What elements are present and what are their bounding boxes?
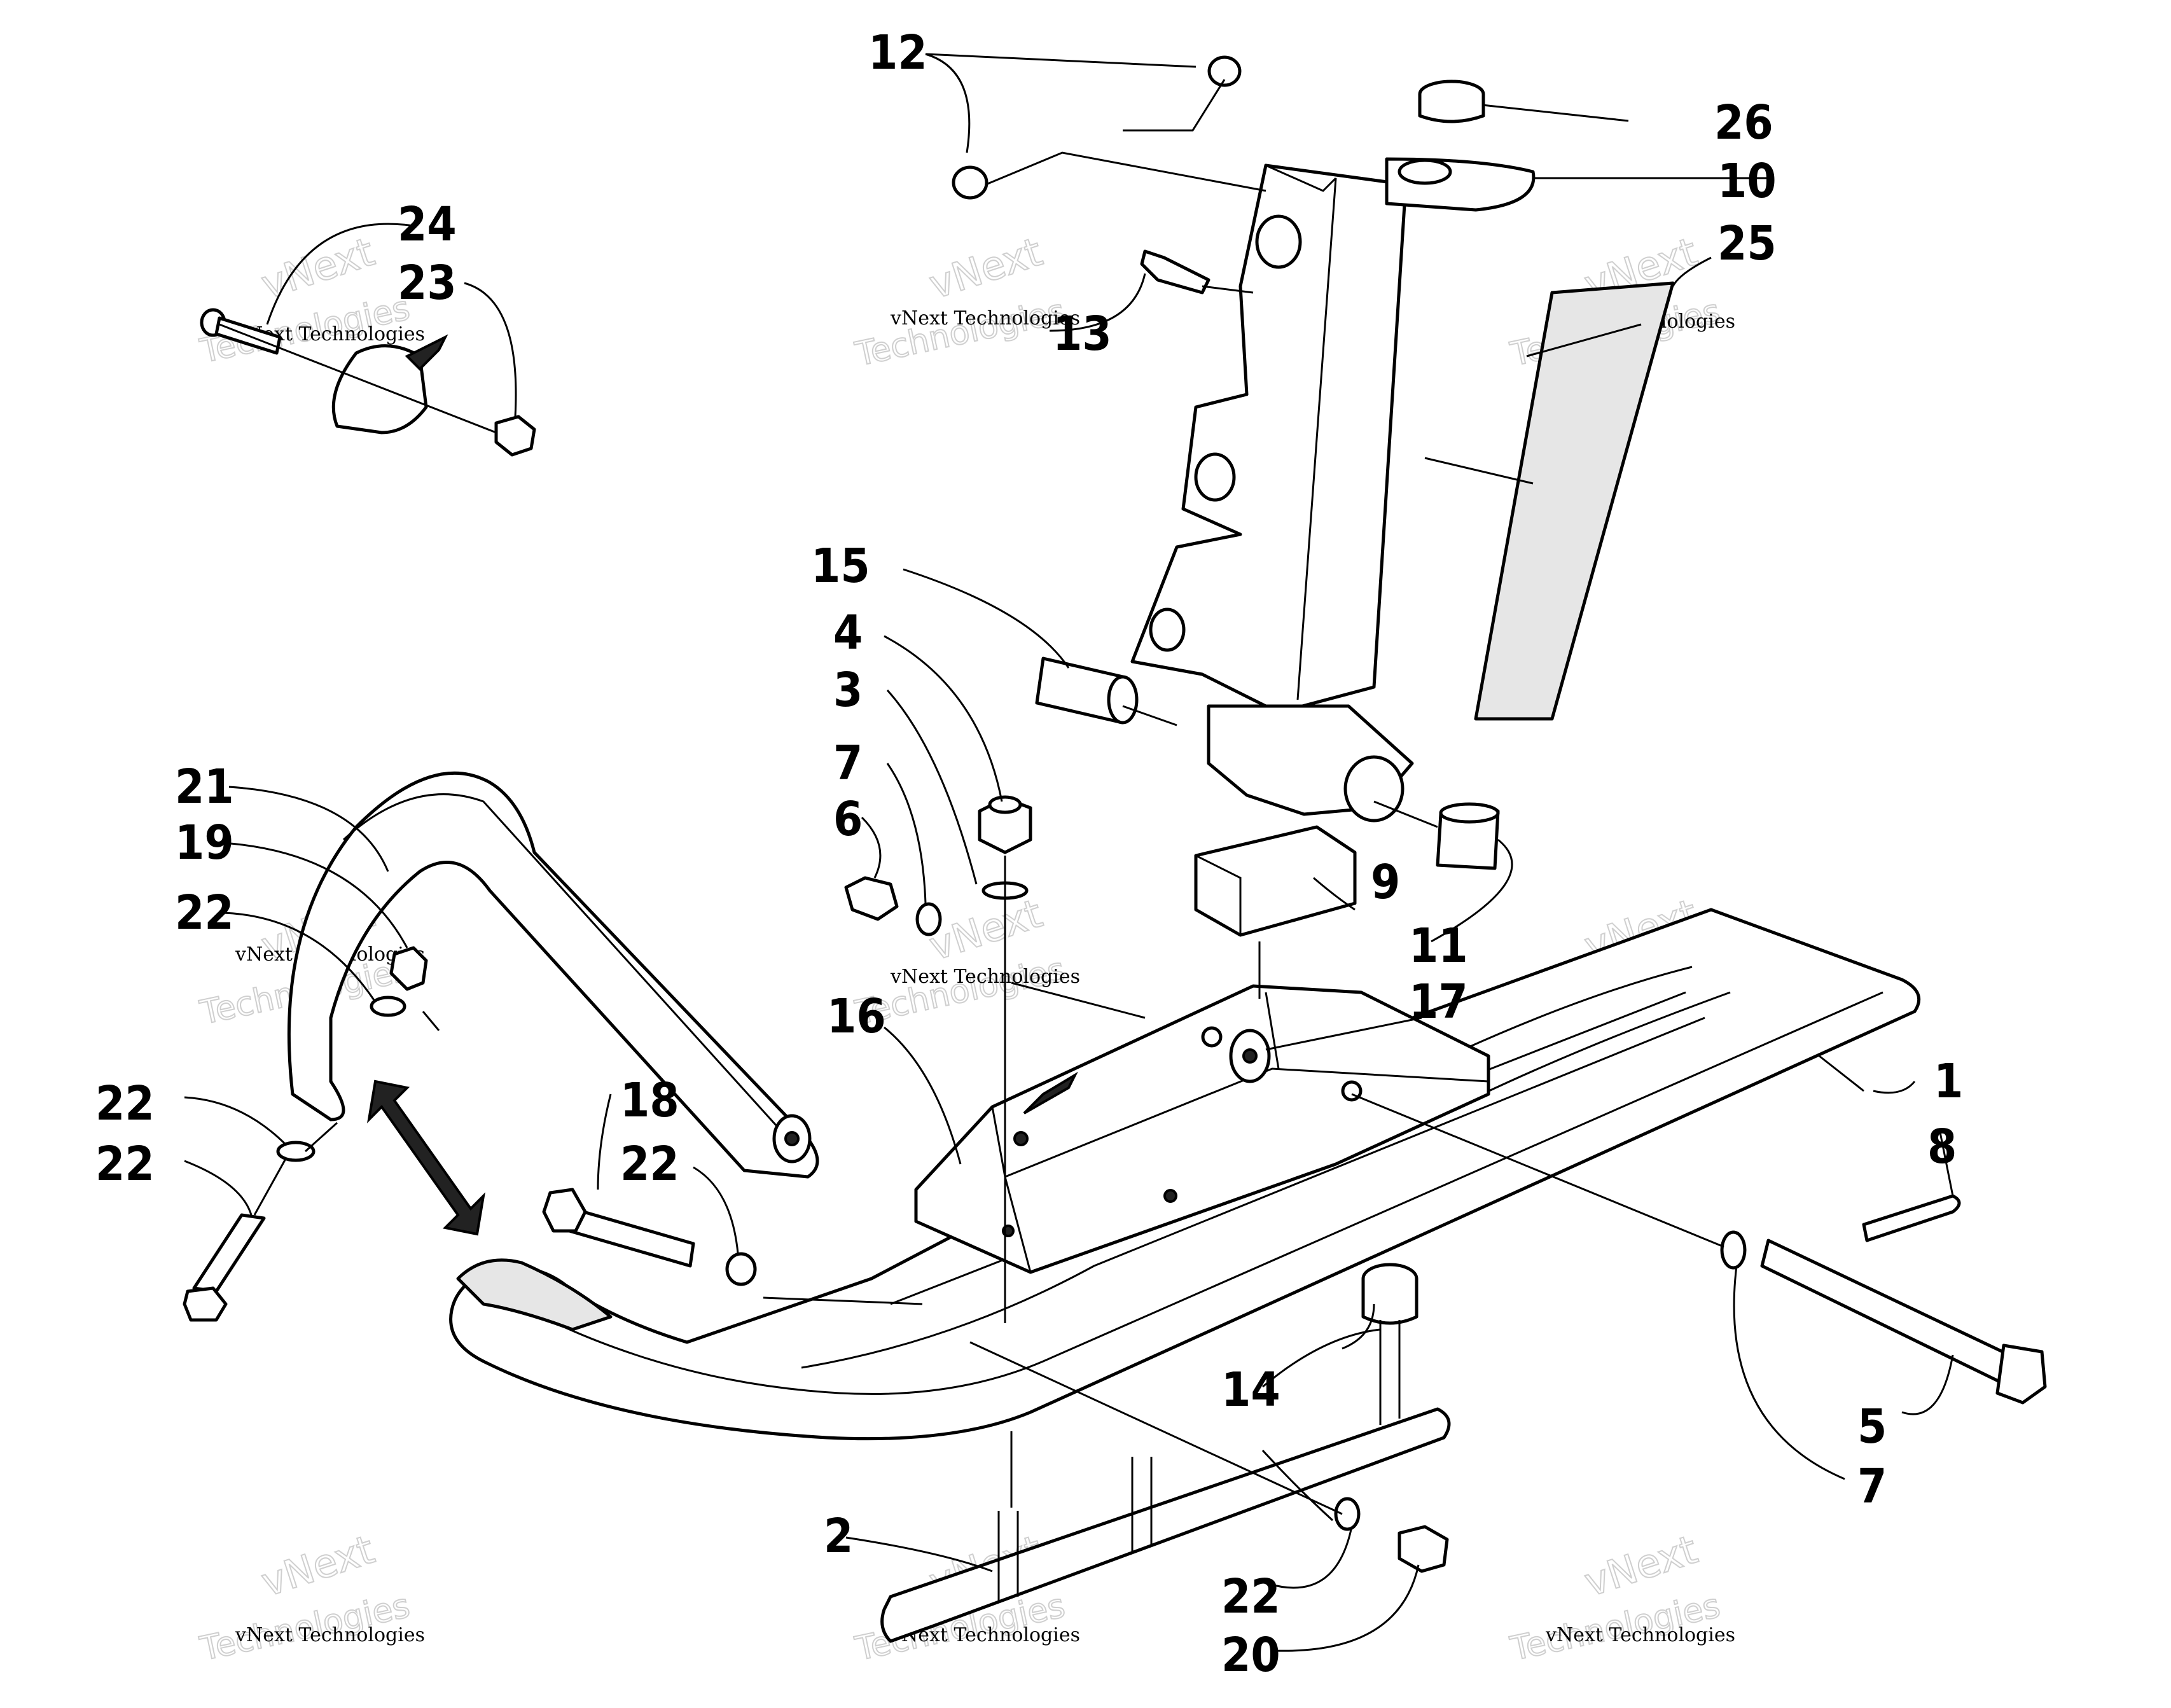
bolt-18-part [542,1188,695,1268]
callout-22d: 22 [1221,1569,1280,1624]
washer-17-part [1229,1029,1271,1083]
washer-22b-part [276,1141,316,1162]
arrows [367,1071,1078,1236]
callout-22c: 22 [95,1076,155,1131]
nut-6-part [844,876,899,921]
svg-text:Technologies: Technologies [852,293,1068,374]
washer-22a-part [725,1252,757,1286]
carbide-runner-part [880,1320,1451,1643]
callout-2: 2 [824,1509,853,1564]
callout-1: 1 [1934,1054,1963,1109]
callout-9: 9 [1371,855,1400,910]
leader-lines [184,53,1954,1652]
callout-labels: 12 26 10 25 24 23 13 15 4 3 7 6 9 11 21 … [95,25,1963,1683]
watermark-top-center: vNext Technologies vNext Technologies [851,228,1080,375]
callout-15: 15 [811,539,870,594]
wear-block-part [1194,825,1357,937]
callout-4: 4 [833,606,863,660]
washer-7-part [915,902,942,936]
washer-22d-part [1334,1497,1361,1531]
watermark-bottom-right: vNext Technologies vNext Technologies [1506,1525,1735,1669]
callout-19a: 19 [175,816,234,870]
svg-text:vNext Technologies: vNext Technologies [235,1624,425,1646]
cap-part [1418,80,1485,123]
svg-text:vNext Technologies: vNext Technologies [890,966,1080,988]
watermarks: vNext Technologies vNext Technologies vN… [196,228,1735,1669]
cotter-pin-part [1862,1194,1961,1242]
callout-24: 24 [398,197,457,252]
svg-text:vNext Technologies: vNext Technologies [1545,1624,1735,1646]
svg-text:vNext: vNext [256,228,380,308]
ski-loop-part [287,771,819,1179]
nut-4-part [978,795,1032,854]
bolt-5-part [1760,1239,2047,1405]
callout-8: 8 [1927,1120,1957,1174]
callout-18: 18 [620,1073,679,1128]
nut-19a-part [389,946,428,991]
washer-7b-part [1720,1230,1747,1270]
svg-text:vNext: vNext [924,228,1048,308]
callout-12: 12 [868,25,927,80]
nut-23-part [494,415,536,457]
callout-7a: 7 [833,736,863,791]
callout-14: 14 [1221,1363,1280,1417]
decal-part [1474,281,1675,721]
callout-21: 22 [95,1137,155,1191]
spindle-part [1130,157,1536,823]
bracket-23-part [331,334,448,434]
callout-23: 23 [398,256,457,310]
svg-text:vNext Technologies: vNext Technologies [890,307,1080,330]
spacer-14-part [1361,1263,1418,1325]
callout-22b: 22 [620,1137,679,1191]
callout-6: 6 [833,792,863,847]
callout-5: 5 [1857,1399,1887,1454]
callout-26: 26 [1714,95,1773,150]
callout-19b: 20 [1221,1628,1280,1683]
svg-text:vNext: vNext [256,1526,380,1606]
callout-11: 11 [1409,919,1468,973]
callout-20: 21 [175,760,234,814]
callout-7b: 7 [1857,1459,1887,1514]
callout-13: 13 [1053,307,1112,361]
washer-22c-part [370,996,406,1017]
bushing-15-part [1035,656,1139,725]
callout-10: 10 [1717,154,1777,209]
callout-16: 16 [827,989,886,1044]
callout-3: 3 [833,663,863,718]
callout-25: 25 [1717,216,1777,271]
grease-fitting-part [1140,249,1210,295]
callout-22a: 22 [175,885,234,940]
double-arrow-icon [367,1080,485,1236]
nut-19b-part [1398,1525,1449,1573]
bushing-11-part [1436,802,1500,870]
callout-17: 17 [1409,975,1468,1029]
arrow-icon [1023,1071,1078,1114]
grommet-part [952,55,1242,200]
bolt-21-part [183,1213,266,1322]
watermark-bottom-left: vNext Technologies vNext Technologies [196,1525,425,1669]
